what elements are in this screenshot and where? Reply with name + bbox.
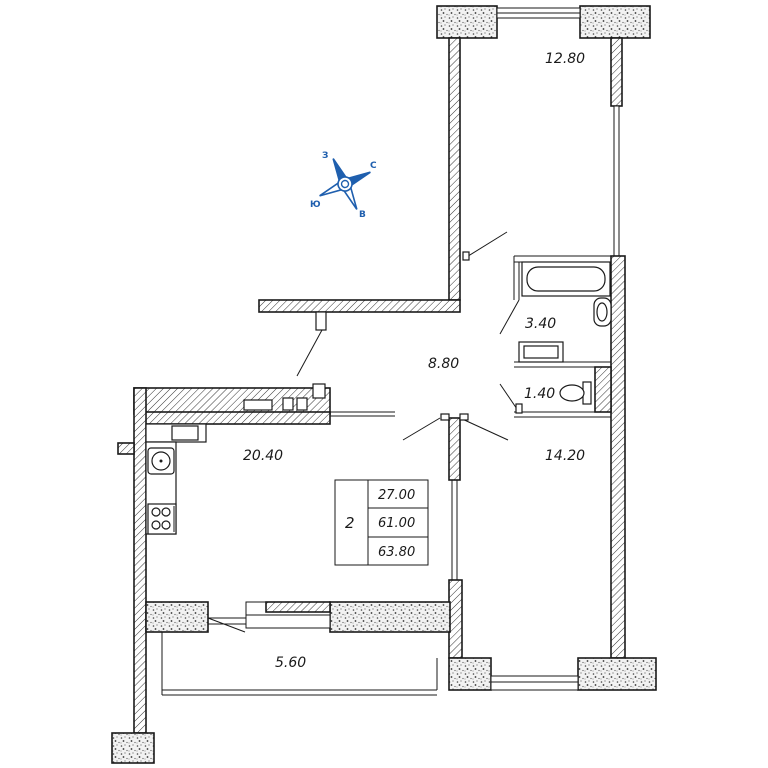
- window-frame: [613, 105, 620, 257]
- concrete-column: [329, 601, 451, 633]
- area-toilet: 1.40: [524, 386, 555, 402]
- area-summary-table: 2 27.00 61.00 63.80: [334, 479, 429, 566]
- wall: [610, 37, 623, 107]
- compass-north-label: С: [370, 161, 377, 171]
- wall: [144, 411, 331, 425]
- total-area-with-balcony: 63.80: [378, 545, 415, 560]
- area-hallway: 8.80: [428, 356, 459, 372]
- fixtures: [145, 261, 612, 535]
- doors: [207, 231, 523, 633]
- wall: [258, 299, 461, 313]
- area-bathroom: 3.40: [525, 316, 556, 332]
- concrete-column: [579, 5, 651, 39]
- living-area: 27.00: [378, 488, 415, 503]
- concrete-column: [448, 657, 492, 691]
- wall: [448, 37, 461, 301]
- area-kitchen-living: 20.40: [243, 448, 283, 464]
- concrete-column: [436, 5, 498, 39]
- compass-east-label: В: [359, 210, 366, 220]
- window: [490, 675, 579, 691]
- compass-west-label: З: [322, 151, 328, 161]
- area-bedroom-right: 14.20: [545, 448, 585, 464]
- window-sill: [265, 601, 331, 613]
- toilet: [559, 384, 585, 402]
- concrete-column: [577, 657, 657, 691]
- wall: [448, 579, 463, 659]
- compass-south-label: Ю: [310, 200, 321, 210]
- shaft-wall: [594, 366, 612, 413]
- wall: [133, 387, 147, 734]
- stove: [147, 503, 177, 535]
- area-bedroom-top: 12.80: [545, 51, 585, 67]
- area-balcony: 5.60: [275, 655, 306, 671]
- wall: [610, 255, 626, 659]
- walls: [111, 5, 657, 764]
- concrete-column: [111, 732, 155, 764]
- total-area: 61.00: [378, 516, 415, 531]
- compass-rose-icon: [319, 158, 371, 210]
- compass: [319, 158, 371, 210]
- wall: [448, 417, 461, 481]
- concrete-column: [145, 601, 209, 633]
- wall: [117, 442, 135, 455]
- room-count: 2: [345, 514, 355, 532]
